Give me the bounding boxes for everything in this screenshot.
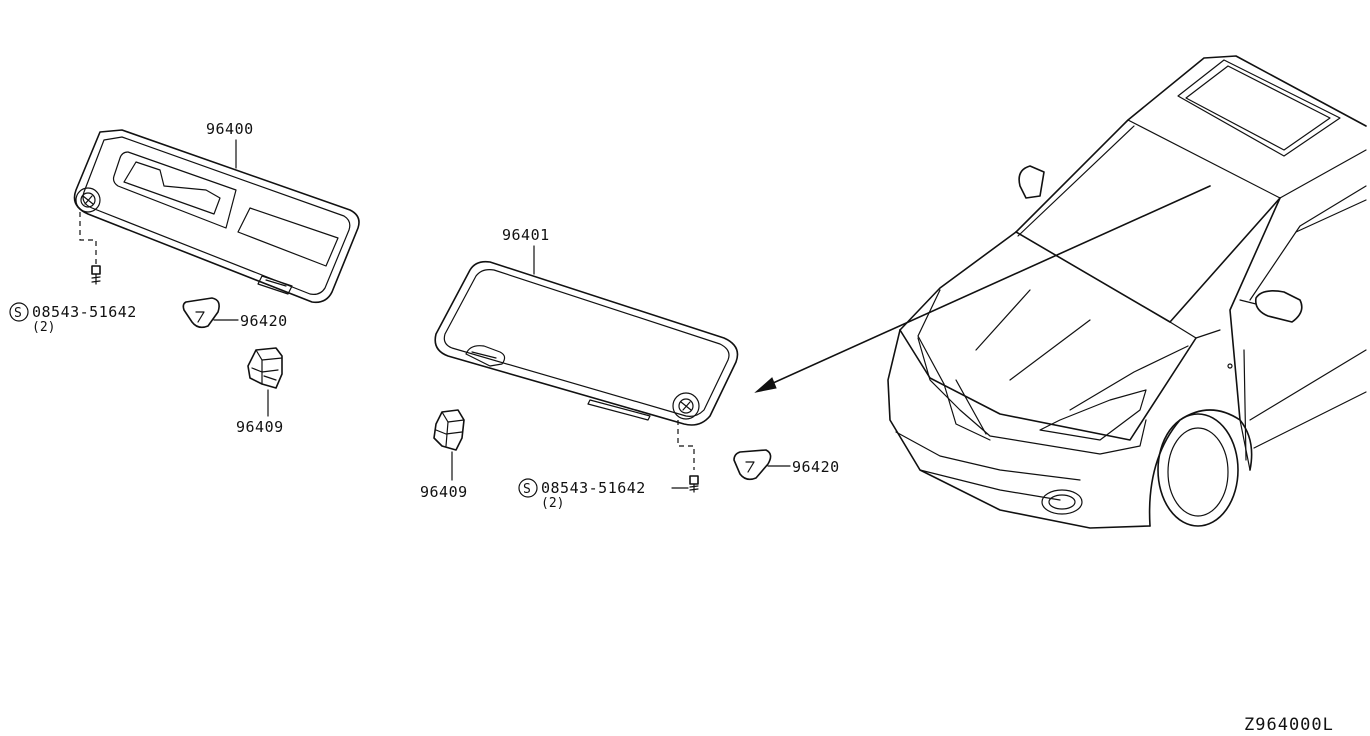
vehicle-illustration — [887, 55, 1367, 529]
part-number-holder-rh: 96409 — [420, 483, 468, 501]
pointer-arrow — [754, 185, 1211, 393]
screw-rh[interactable] — [689, 475, 699, 493]
part-number-visor-rh: 96401 — [502, 226, 550, 244]
quantity-screw-rh: (2) — [541, 496, 564, 511]
sun-visor-lh[interactable] — [73, 129, 360, 304]
holder-lh[interactable] — [247, 347, 283, 389]
standard-part-symbol-rh: S — [518, 478, 538, 498]
part-number-holder-lh: 96409 — [236, 418, 284, 436]
screw-guide-rh — [677, 420, 695, 470]
holder-rh[interactable] — [433, 409, 465, 451]
standard-part-symbol-lh: S — [9, 302, 29, 322]
sun-visor-rh[interactable] — [434, 260, 739, 426]
quantity-screw-lh: (2) — [32, 320, 55, 335]
part-number-cap-lh: 96420 — [240, 312, 288, 330]
part-number-screw-lh: 08543-51642 — [32, 303, 137, 321]
svg-text:S: S — [523, 482, 531, 497]
part-number-cap-rh: 96420 — [792, 458, 840, 476]
svg-text:S: S — [14, 306, 22, 321]
screw-lh[interactable] — [91, 265, 101, 285]
cap-lh[interactable] — [182, 297, 220, 329]
cap-rh[interactable] — [733, 449, 772, 481]
part-number-screw-rh: 08543-51642 — [541, 479, 646, 497]
screw-guide-lh — [79, 212, 97, 264]
part-number-visor-lh: 96400 — [206, 120, 254, 138]
diagram-reference-code: Z964000L — [1244, 715, 1334, 735]
